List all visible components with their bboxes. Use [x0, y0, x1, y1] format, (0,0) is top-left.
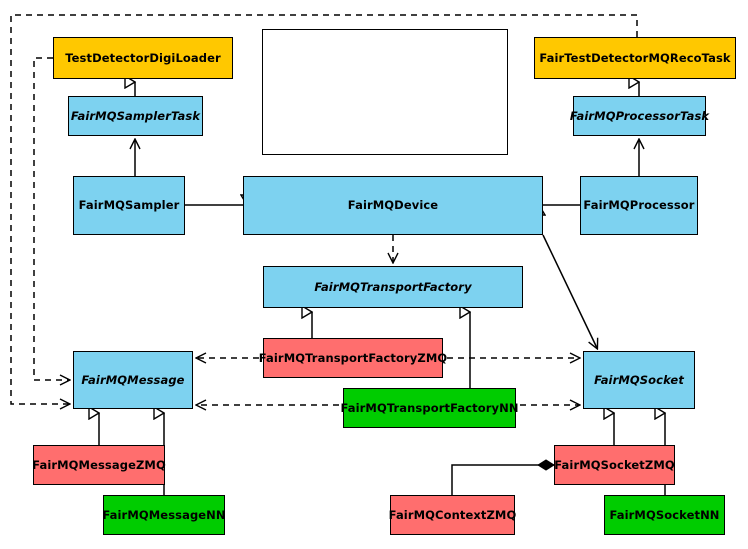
- class-label: FairMQSocketZMQ: [554, 457, 675, 472]
- class-label: FairMQContextZMQ: [388, 507, 517, 522]
- class-label: FairMQSampler: [78, 198, 180, 213]
- class-label: FairMQSocketNN: [609, 507, 720, 522]
- class-node-fairmqdevice[interactable]: FairMQDevice: [243, 176, 543, 235]
- class-label: FairMQTransportFactoryZMQ: [258, 350, 448, 365]
- class-node-fairmqsampler[interactable]: FairMQSampler: [73, 176, 185, 235]
- class-label: FairMQProcessorTask: [569, 108, 710, 123]
- class-node-fairmqtransportfactorynn[interactable]: FairMQTransportFactoryNN: [340, 388, 519, 428]
- class-label: FairMQMessageNN: [102, 507, 226, 522]
- class-label: FairMQTransportFactory: [314, 279, 472, 294]
- class-label: FairMQMessage: [81, 372, 185, 387]
- class-node-fairmqmessagezmq[interactable]: FairMQMessageZMQ: [32, 445, 166, 485]
- class-node-fairmqsocketnn[interactable]: FairMQSocketNN: [604, 495, 725, 535]
- class-node-fairmqtransportfactory[interactable]: FairMQTransportFactory: [263, 266, 523, 308]
- class-node-fairmqprocessor[interactable]: FairMQProcessor: [580, 176, 698, 235]
- class-node-fairmqsocketzmq[interactable]: FairMQSocketZMQ: [554, 445, 675, 485]
- class-node-fairtestdetectormqrecotask[interactable]: FairTestDetectorMQRecoTask: [534, 37, 736, 79]
- class-label: TestDetectorDigiLoader: [65, 50, 221, 65]
- class-node-fairmqsocket[interactable]: FairMQSocket: [583, 351, 695, 409]
- class-node-fairmqcontextzmq[interactable]: FairMQContextZMQ: [388, 495, 517, 535]
- class-label: FairMQMessageZMQ: [32, 457, 166, 472]
- class-label: FairMQTransportFactoryNN: [340, 400, 519, 415]
- class-node-fairmqsamplertask[interactable]: FairMQSamplerTask: [68, 96, 203, 136]
- class-node-fairmqtransportfactoryzmq[interactable]: FairMQTransportFactoryZMQ: [259, 338, 447, 378]
- class-label: FairMQSamplerTask: [70, 108, 201, 123]
- edge-device-to-socket: [542, 234, 597, 348]
- class-label: FairTestDetectorMQRecoTask: [539, 50, 731, 65]
- class-node-fairmqprocessortask[interactable]: FairMQProcessorTask: [569, 96, 710, 136]
- class-label: FairMQDevice: [347, 198, 439, 213]
- legend-panel: [262, 29, 508, 155]
- class-label: FairMQSocket: [594, 372, 684, 387]
- class-node-fairmqmessage[interactable]: FairMQMessage: [73, 351, 193, 409]
- edge-contextzmq-to-socketzmq: [451, 459, 555, 495]
- class-label: FairMQProcessor: [583, 198, 695, 213]
- class-node-fairmqmessagenn[interactable]: FairMQMessageNN: [102, 495, 226, 535]
- class-node-testdetectordigiloader[interactable]: TestDetectorDigiLoader: [53, 37, 233, 79]
- edge-digiloader-to-message: [33, 57, 69, 380]
